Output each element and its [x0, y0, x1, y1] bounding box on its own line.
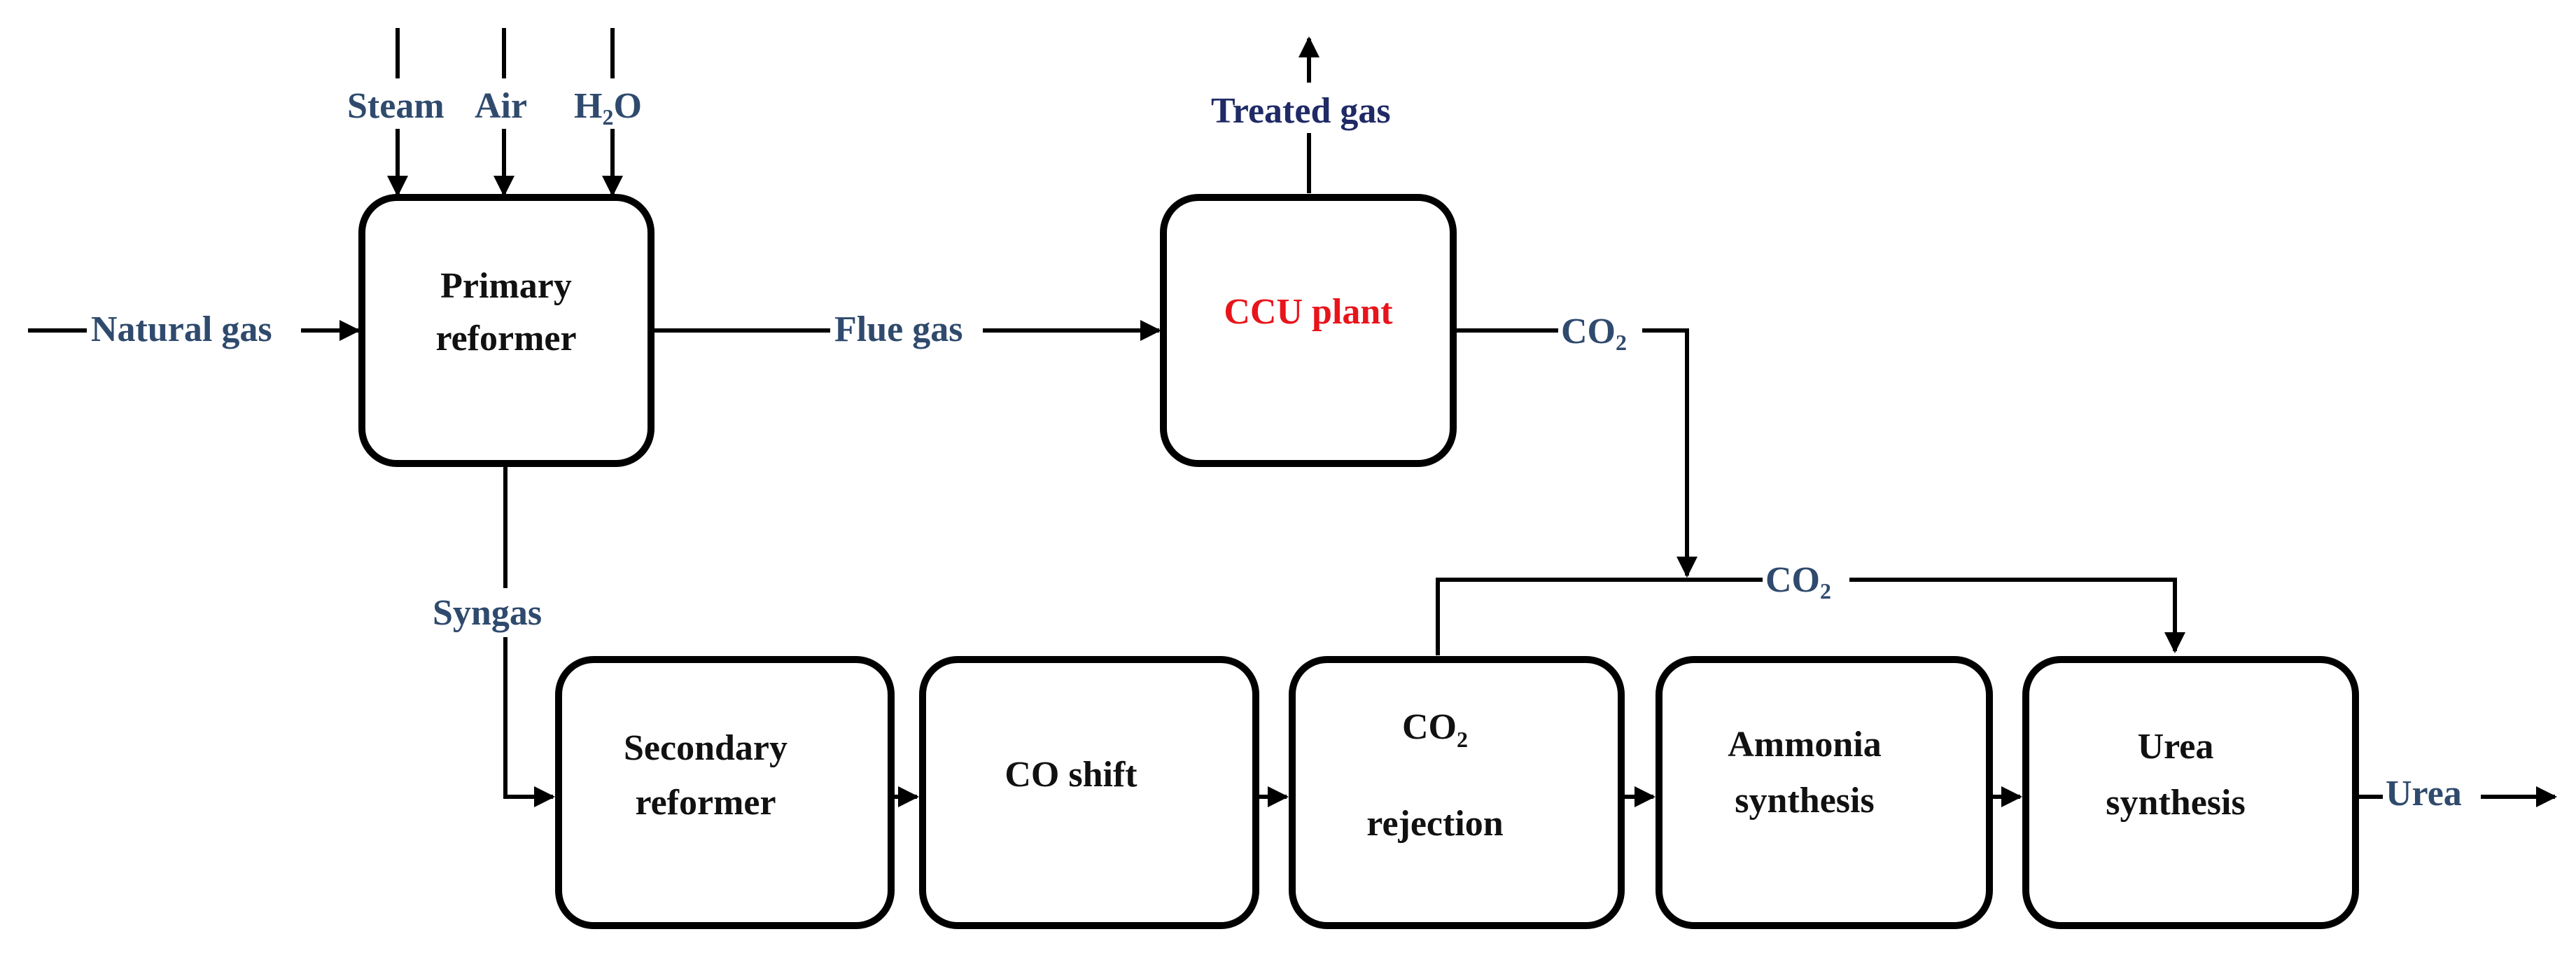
- co2-rejection-box: CO2 rejection: [1289, 656, 1625, 929]
- primary-reformer-line2: reformer: [435, 319, 576, 358]
- co2-rejection-subscript: 2: [1457, 727, 1468, 752]
- h2o-subscript: 2: [602, 104, 613, 130]
- ammonia-synthesis-line1: Ammonia: [1728, 725, 1882, 765]
- urea-synthesis-box: Urea synthesis: [2022, 656, 2359, 929]
- h2o-o: O: [613, 86, 641, 126]
- urea-synthesis-line1: Urea: [2138, 727, 2214, 767]
- ccu-plant-box: CCU plant: [1160, 194, 1457, 467]
- primary-reformer-line1: Primary: [440, 266, 572, 306]
- secondary-reformer-box: Secondary reformer: [555, 656, 895, 929]
- co2-from-ccu-co: CO: [1561, 312, 1616, 351]
- air-label: Air: [475, 86, 527, 126]
- co2-recycle-label: CO2: [1765, 560, 1831, 604]
- ccu-plant-label: CCU plant: [1224, 292, 1393, 332]
- ammonia-synthesis-line2: synthesis: [1735, 781, 1874, 821]
- co2-recycle-subscript: 2: [1820, 578, 1831, 604]
- primary-reformer-box: Primary reformer: [358, 194, 654, 467]
- co2-from-ccu-line: [1453, 328, 1698, 578]
- co2-rejection-co: CO: [1402, 707, 1457, 747]
- natural-gas-label: Natural gas: [91, 309, 272, 349]
- h2o-label: H2O: [574, 86, 642, 130]
- treated-gas-label: Treated gas: [1211, 91, 1391, 131]
- co2-recycle-co: CO: [1765, 560, 1820, 600]
- co-shift-box: CO shift: [919, 656, 1259, 929]
- co2-rejection-line1: CO2: [1402, 707, 1468, 752]
- secondary-reformer-line1: Secondary: [624, 728, 788, 768]
- syngas-label: Syngas: [433, 593, 542, 633]
- urea-out-label: Urea: [2386, 774, 2462, 814]
- co2-from-ccu-label: CO2: [1561, 312, 1627, 355]
- co-shift-label: CO shift: [1004, 755, 1138, 795]
- co2-rejection-line2: rejection: [1366, 804, 1503, 844]
- co2-from-ccu-subscript: 2: [1616, 330, 1627, 355]
- ammonia-synthesis-box: Ammonia synthesis: [1656, 656, 1993, 929]
- urea-synthesis-line2: synthesis: [2106, 783, 2245, 823]
- syngas-line: [503, 463, 555, 807]
- h2o-h: H: [574, 86, 602, 126]
- steam-label: Steam: [347, 86, 444, 126]
- secondary-reformer-line2: reformer: [635, 783, 776, 823]
- flue-gas-label: Flue gas: [834, 309, 962, 349]
